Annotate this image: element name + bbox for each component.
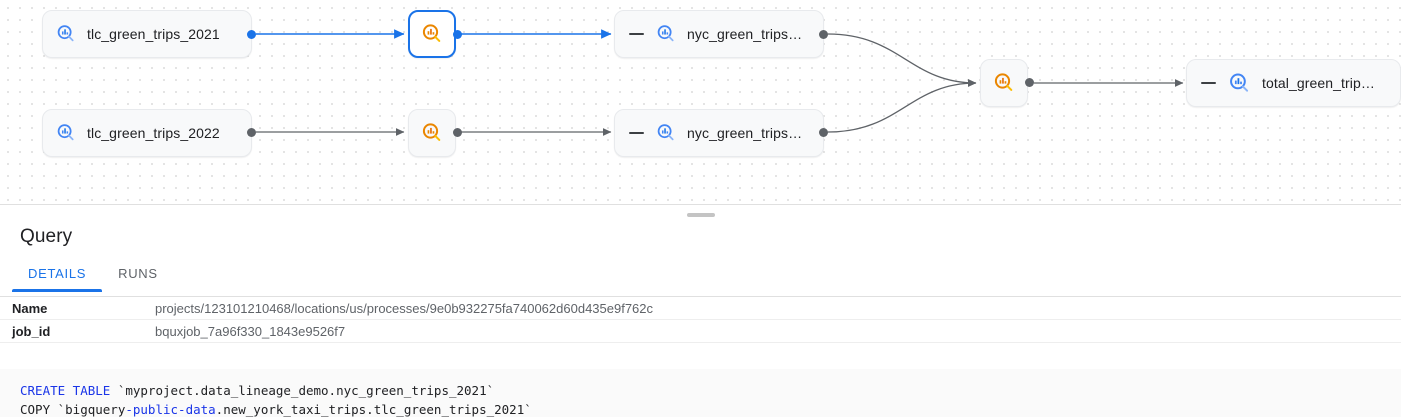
- tab-details[interactable]: DETAILS: [12, 264, 103, 292]
- details-table: Name projects/123101210468/locations/us/…: [0, 297, 1401, 343]
- graph-node-process-merge[interactable]: [980, 59, 1028, 107]
- collapse-icon[interactable]: [627, 25, 645, 43]
- tab-runs[interactable]: RUNS: [118, 266, 158, 281]
- panel-tabs: DETAILS RUNS: [0, 264, 1401, 297]
- details-panel: Query DETAILS RUNS Name projects/1231012…: [0, 204, 1401, 417]
- sql-line2-suffix: .new_york_taxi_trips.tlc_green_trips_202…: [215, 402, 532, 417]
- graph-node-tlc-green-trips-2021[interactable]: tlc_green_trips_2021: [42, 10, 252, 58]
- collapse-icon[interactable]: [627, 124, 645, 142]
- collapse-icon[interactable]: [1199, 74, 1217, 92]
- sql-line2-prefix: COPY `bigquery: [20, 402, 126, 417]
- graph-node-process-2[interactable]: [408, 109, 456, 157]
- process-search-icon: [992, 71, 1016, 95]
- graph-node-label: total_green_trip…: [1262, 75, 1375, 91]
- graph-node-label: nyc_green_trips…: [687, 26, 803, 42]
- output-port-nyc2021[interactable]: [819, 30, 828, 39]
- graph-node-process-1[interactable]: [408, 10, 456, 58]
- graph-node-nyc-green-trips-2022[interactable]: nyc_green_trips…: [614, 109, 824, 157]
- output-port-process-2[interactable]: [453, 128, 462, 137]
- graph-node-total-green-trips[interactable]: total_green_trip…: [1186, 59, 1401, 107]
- sql-keyword: CREATE TABLE: [20, 383, 111, 398]
- sql-code-block[interactable]: CREATE TABLE `myproject.data_lineage_dem…: [0, 369, 1401, 417]
- edge-nyc2022-to-merge: [827, 79, 977, 133]
- bigquery-search-icon: [1227, 71, 1252, 96]
- graph-node-label: tlc_green_trips_2021: [87, 26, 220, 42]
- bigquery-search-icon: [55, 23, 77, 45]
- graph-node-nyc-green-trips-2021[interactable]: nyc_green_trips…: [614, 10, 824, 58]
- bigquery-search-icon: [655, 23, 677, 45]
- edge-nyc2021-to-merge: [827, 33, 977, 87]
- output-port-merge[interactable]: [1025, 78, 1034, 87]
- detail-key: job_id: [12, 323, 51, 339]
- page-title: Query: [20, 226, 73, 247]
- table-row: Name projects/123101210468/locations/us/…: [0, 297, 1401, 320]
- table-row: job_id bquxjob_7a96f330_1843e9526f7: [0, 320, 1401, 343]
- detail-value: bquxjob_7a96f330_1843e9526f7: [155, 323, 346, 339]
- panel-resize-handle[interactable]: [686, 213, 715, 217]
- sql-line1-rest: `myproject.data_lineage_demo.nyc_green_t…: [110, 383, 495, 398]
- output-port-tlc2022[interactable]: [247, 128, 256, 137]
- lineage-graph-canvas[interactable]: tlc_green_trips_2021: [0, 0, 1401, 204]
- process-search-icon: [420, 22, 444, 46]
- process-search-icon: [420, 121, 444, 145]
- graph-node-label: tlc_green_trips_2022: [87, 125, 220, 141]
- detail-key: Name: [12, 300, 48, 316]
- bigquery-search-icon: [55, 122, 77, 144]
- sql-line2-highlight: -public-data: [125, 402, 216, 417]
- graph-node-tlc-green-trips-2022[interactable]: tlc_green_trips_2022: [42, 109, 252, 157]
- output-port-tlc2021[interactable]: [247, 30, 256, 39]
- graph-node-label: nyc_green_trips…: [687, 125, 803, 141]
- output-port-process-1[interactable]: [453, 30, 462, 39]
- bigquery-search-icon: [655, 122, 677, 144]
- detail-value: projects/123101210468/locations/us/proce…: [155, 300, 654, 316]
- output-port-nyc2022[interactable]: [819, 128, 828, 137]
